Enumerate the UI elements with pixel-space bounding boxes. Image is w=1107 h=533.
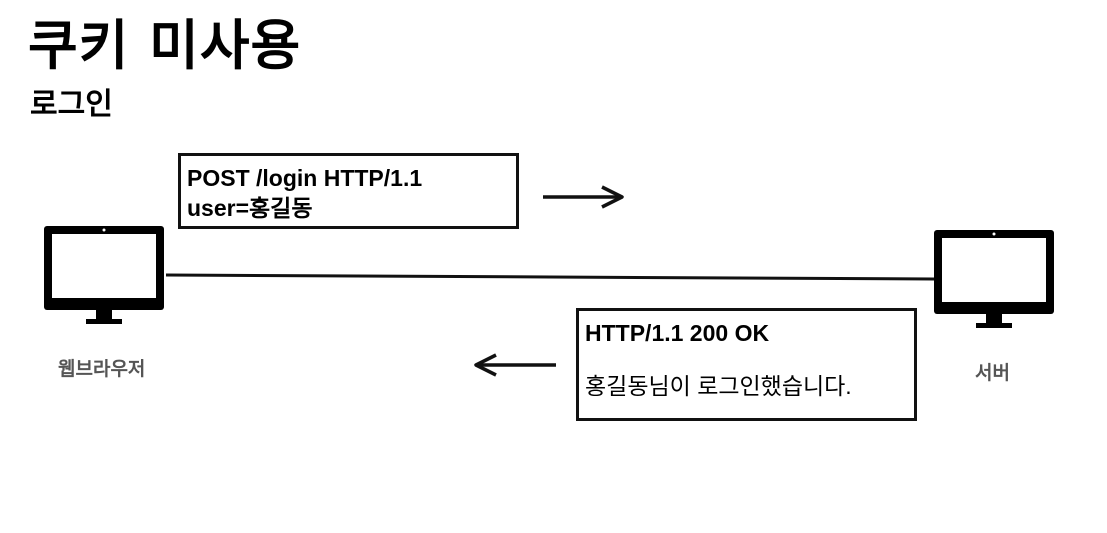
response-status-line: HTTP/1.1 200 OK xyxy=(585,320,770,346)
response-arrow-icon xyxy=(474,353,556,377)
client-label: 웹브라우저 xyxy=(58,358,146,380)
request-body: user=홍길동 xyxy=(187,195,313,221)
connection-line xyxy=(165,273,935,281)
client-monitor-icon xyxy=(44,226,166,326)
request-arrow-icon xyxy=(543,185,624,209)
request-message-box: POST /login HTTP/1.1 user=홍길동 xyxy=(178,153,519,229)
response-body: 홍길동님이 로그인했습니다. xyxy=(585,373,852,399)
server-label: 서버 xyxy=(975,362,1010,384)
request-line: POST /login HTTP/1.1 xyxy=(187,165,423,191)
page-title: 쿠키 미사용 xyxy=(28,14,302,77)
response-message-box: HTTP/1.1 200 OK 홍길동님이 로그인했습니다. xyxy=(576,308,917,421)
server-monitor-icon xyxy=(934,230,1056,330)
page-subtitle: 로그인 xyxy=(30,87,113,122)
